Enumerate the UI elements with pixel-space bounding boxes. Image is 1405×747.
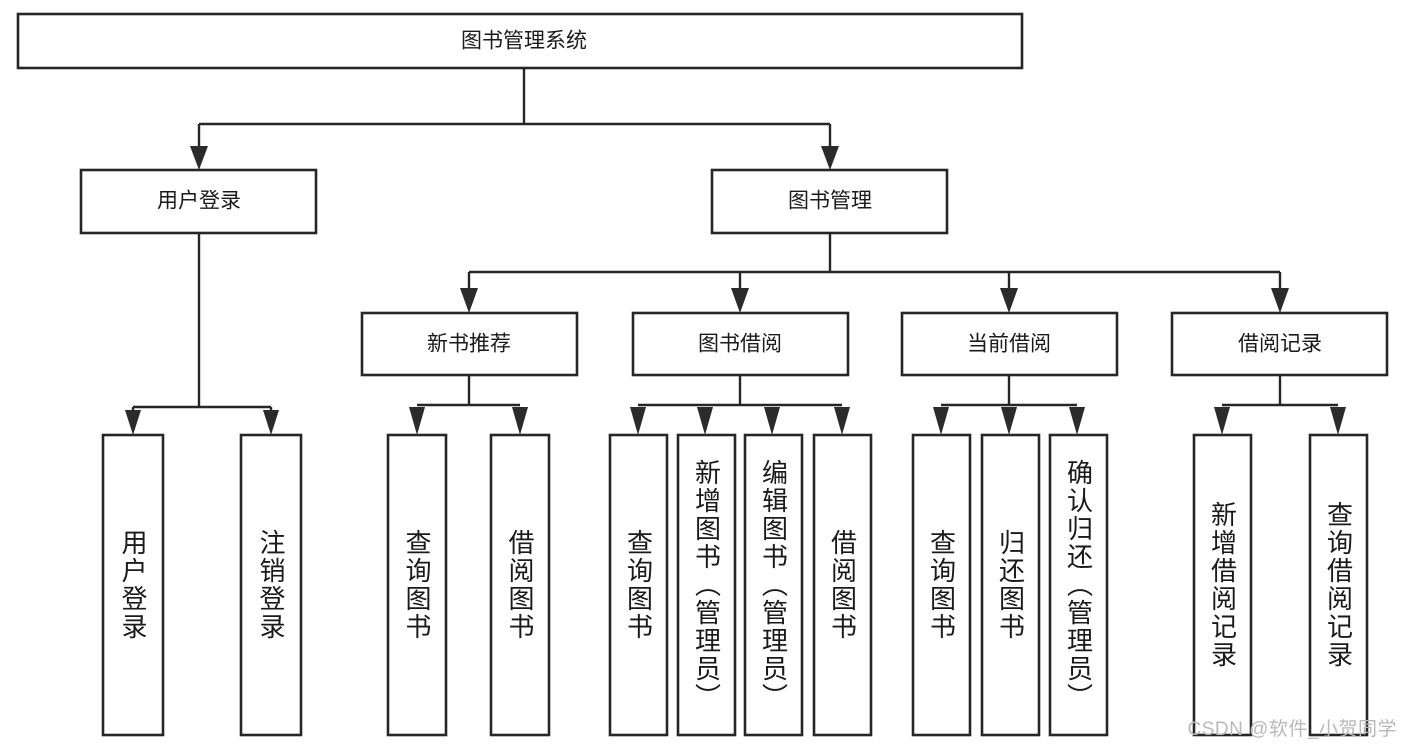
node-leaf-book-borrow-4[interactable] [812,433,873,737]
arrow-currentborrow-leaf-3 [1069,407,1085,435]
node-book-borrow[interactable] [631,311,850,377]
node-leaf-current-borrow-3[interactable] [1048,433,1109,737]
node-layer: 图书管理系统 用户登录 图书管理 新书推荐 图书借阅 当前借阅 借阅记录 [16,12,1389,737]
node-book-management-label: 图书管理 [788,190,872,213]
arrow-bookmanage-to-new-book [460,288,478,313]
arrow-bookmanage-to-book-borrow [731,288,749,313]
node-user-login[interactable] [79,168,318,235]
node-leaf-borrow-record-2[interactable] [1308,433,1369,737]
node-leaf-new-book-1[interactable] [386,433,448,737]
arrow-currentborrow-leaf-2 [1001,407,1017,435]
node-leaf-borrow-record-1[interactable] [1192,433,1253,737]
node-borrow-record[interactable] [1170,311,1389,377]
node-leaf-new-book-2[interactable] [489,433,551,737]
node-leaf-book-borrow-1[interactable] [608,433,669,737]
node-leaf-book-borrow-2[interactable] [676,433,737,737]
arrow-bookmanage-to-borrow-record [1271,288,1289,313]
node-book-borrow-label: 图书借阅 [698,333,782,356]
arrow-root-to-user-login [190,146,208,170]
node-leaf-user-login-1[interactable] [101,433,165,737]
arrow-root-to-book-manage [821,146,839,170]
arrow-currentborrow-leaf-1 [933,407,949,435]
node-current-borrow-label: 当前借阅 [967,333,1051,356]
node-root-book-management-system[interactable] [16,12,1024,70]
node-new-book-recommend-label: 新书推荐 [427,333,511,356]
node-leaf-book-borrow-3[interactable] [743,433,804,737]
arrow-userlogin-leaf-2 [263,410,279,435]
arrow-borrowrecord-leaf-1 [1214,407,1230,435]
arrow-borrowrecord-leaf-2 [1330,407,1346,435]
node-current-borrow[interactable] [900,311,1119,377]
node-root-label: 图书管理系统 [461,30,587,53]
arrow-bookborrow-leaf-1 [630,407,646,435]
arrow-newbook-leaf-2 [512,407,528,435]
connector-layer [125,68,1346,435]
arrow-bookborrow-leaf-4 [834,407,850,435]
arrow-userlogin-leaf-1 [125,410,141,435]
node-user-login-label: 用户登录 [157,190,241,213]
node-leaf-current-borrow-2[interactable] [980,433,1041,737]
csdn-watermark: CSDN @软件_小贺同学 [1187,719,1397,740]
arrow-newbook-leaf-1 [409,407,425,435]
node-borrow-record-label: 借阅记录 [1238,333,1322,356]
node-leaf-current-borrow-1[interactable] [911,433,972,737]
node-new-book-recommend[interactable] [360,311,579,377]
arrow-bookmanage-to-current-borrow [1000,288,1018,313]
arrow-bookborrow-leaf-2 [697,407,713,435]
node-book-management[interactable] [710,168,949,235]
node-leaf-user-login-2[interactable] [239,433,303,737]
arrow-bookborrow-leaf-3 [764,407,780,435]
